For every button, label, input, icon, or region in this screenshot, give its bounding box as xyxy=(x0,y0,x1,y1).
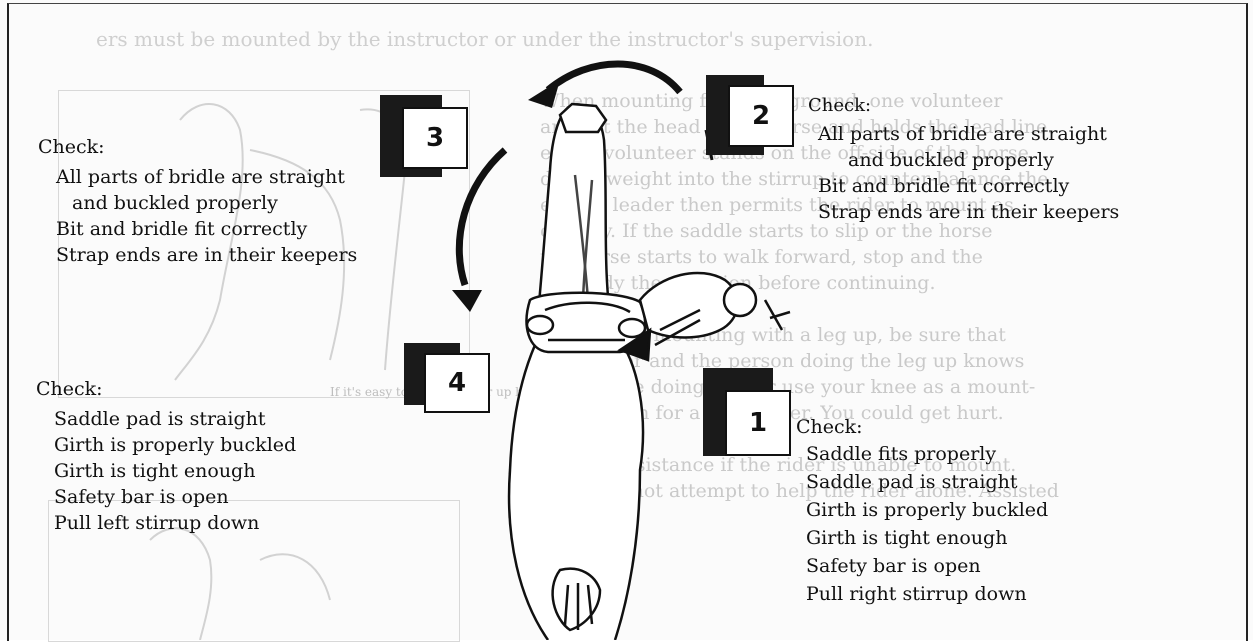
checklist-heading: Check: xyxy=(38,134,357,160)
curved-arrow-left xyxy=(459,150,505,285)
checklist-step3: Check: All parts of bridle are straight … xyxy=(38,134,357,268)
step-number-1: 1 xyxy=(725,390,791,456)
checklist-item: Pull right stirrup down xyxy=(796,580,1048,608)
checklist-item: Bit and bridle fit correctly xyxy=(808,173,1119,199)
checklist-item: and buckled properly xyxy=(808,147,1119,173)
checklist-item: Girth is properly buckled xyxy=(796,496,1048,524)
checklist-item: Saddle fits properly xyxy=(796,440,1048,468)
arrow-head-left xyxy=(452,290,482,312)
checklist-step1: Check: Saddle fits properly Saddle pad i… xyxy=(796,414,1048,608)
step-number-3: 3 xyxy=(402,107,468,169)
checklist-item: Saddle pad is straight xyxy=(796,468,1048,496)
helper-figure xyxy=(620,273,790,360)
curved-arrow-top xyxy=(548,64,680,92)
checklist-item: Strap ends are in their keepers xyxy=(38,242,357,268)
checklist-item: Strap ends are in their keepers xyxy=(808,199,1119,225)
checklist-heading: Check: xyxy=(36,376,296,402)
checklist-heading: Check: xyxy=(808,93,1119,119)
checklist-step4: Check: Saddle pad is straight Girth is p… xyxy=(36,376,296,536)
checklist-heading: Check: xyxy=(796,414,1048,440)
checklist-item: and buckled properly xyxy=(38,190,357,216)
checklist-item: Bit and bridle fit correctly xyxy=(38,216,357,242)
checklist-item: Pull left stirrup down xyxy=(36,510,296,536)
checklist-item: Girth is tight enough xyxy=(796,524,1048,552)
horse-top-view xyxy=(509,104,645,640)
checklist-item: Girth is tight enough xyxy=(36,458,296,484)
checklist-step2: Check: All parts of bridle are straight … xyxy=(808,93,1119,225)
checklist-item: Saddle pad is straight xyxy=(36,406,296,432)
checklist-item: Safety bar is open xyxy=(36,484,296,510)
checklist-item: All parts of bridle are straight xyxy=(808,121,1119,147)
checklist-item: Safety bar is open xyxy=(796,552,1048,580)
checklist-item: Girth is properly buckled xyxy=(36,432,296,458)
step-number-4: 4 xyxy=(424,353,490,413)
arrow-head-top xyxy=(528,80,560,108)
step-number-2: 2 xyxy=(728,85,794,147)
checklist-item: All parts of bridle are straight xyxy=(38,164,357,190)
